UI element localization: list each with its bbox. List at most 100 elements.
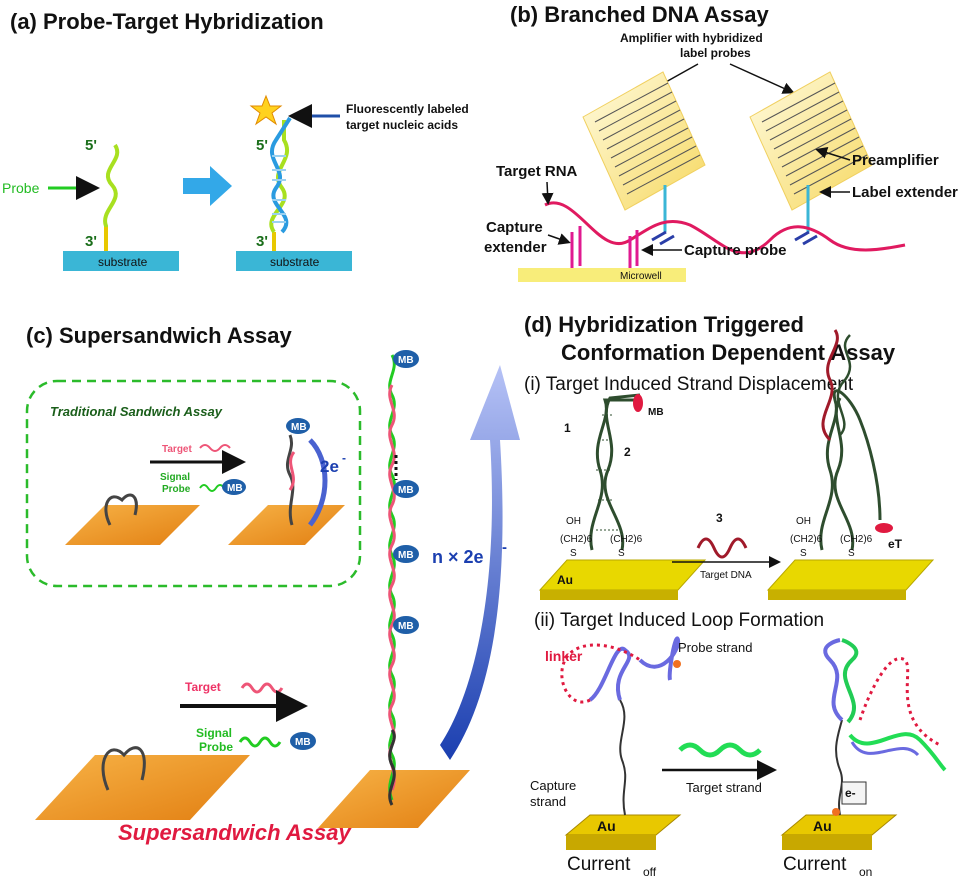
au-surface-ii-left: [564, 814, 682, 836]
mb-stack-3: MB: [398, 550, 414, 561]
signal-big-wave: [238, 736, 282, 748]
current-on-label: Current: [783, 854, 847, 875]
strand-2-right: [833, 397, 855, 551]
capture-extender-label-1: Capture: [486, 219, 543, 236]
preamplifier-label: Preamplifier: [852, 152, 939, 169]
au-i-left: Au: [557, 573, 573, 587]
target-dna-label: Target DNA: [700, 570, 752, 581]
amplifier-left: [582, 71, 706, 232]
n-two-e-sup: -: [502, 539, 507, 556]
amplifier-right: [749, 71, 873, 232]
strand-1-left: [589, 398, 635, 551]
amplifier-label-2: label probes: [680, 46, 751, 60]
mb-stack-4: MB: [398, 621, 414, 632]
current-on-sub: on: [859, 865, 872, 879]
au-surface-ii-right: [780, 814, 898, 836]
preamp-arrow: [815, 146, 851, 161]
panel-d-title-1: (d) Hybridization Triggered: [524, 312, 804, 337]
ch2-i-left-2: (CH2)6: [610, 534, 643, 545]
oh-i-left: OH: [566, 516, 581, 527]
capture-strand-ii-left: [619, 699, 627, 816]
fluor-label-1: Fluorescently labeled: [346, 102, 469, 116]
capture-extender-label-2: extender: [484, 239, 547, 256]
et-label: eT: [888, 537, 903, 551]
mb-i-right: [875, 523, 893, 533]
probe-big-label: Probe: [199, 740, 233, 754]
au-ii-right: Au: [813, 818, 832, 834]
target-bound-right: [821, 329, 839, 442]
supersandwich-footer: Supersandwich Assay: [118, 820, 352, 845]
capture-blue-ii-left: [588, 646, 632, 702]
mb-stack: [393, 350, 419, 634]
panel-d-title-2: Conformation Dependent Assay: [561, 340, 896, 365]
mb-i-left-label: MB: [648, 407, 664, 418]
target-big-label: Target: [185, 680, 221, 694]
target-strand-right: [269, 116, 292, 234]
mb-small-2: [286, 418, 310, 434]
sandwich-strand-small: [285, 434, 295, 526]
au-surface-i-right: [766, 559, 935, 591]
mb-small-1-label: MB: [227, 483, 243, 494]
label-3: 3: [716, 511, 723, 525]
panel-c: (c) Supersandwich Assay Traditional Sand…: [25, 323, 520, 845]
surface-small-left: [65, 505, 200, 545]
mb-stack-2: MB: [398, 485, 414, 496]
capture-probe-label: Capture probe: [684, 242, 787, 259]
capture-strand-label-2: strand: [530, 794, 566, 809]
s-i-right-1: S: [800, 548, 807, 559]
s-i-right-2: S: [848, 548, 855, 559]
target-rna-arrow: [541, 181, 554, 205]
amplifier-label-1: Amplifier with hybridized: [620, 31, 763, 45]
mb-big-probe: [290, 732, 316, 750]
label-extender-left: [651, 230, 675, 246]
redox-tag-ii-left: [673, 660, 681, 668]
supersandwich-capture: [388, 729, 396, 806]
traditional-box: [25, 379, 362, 588]
probe-label: Probe: [2, 180, 40, 196]
capture-blue-ii-right: [823, 638, 844, 722]
probe-small-label: Probe: [162, 484, 191, 495]
label-extender-label: Label extender: [852, 184, 958, 201]
probe-strand-label: Probe strand: [678, 640, 752, 655]
panel-d-sub-ii: (ii) Target Induced Loop Formation: [534, 610, 824, 631]
au-edge-ii-right: [782, 835, 872, 850]
surface-big-right: [318, 770, 470, 828]
strand-1-right: [819, 389, 882, 551]
redox-tag-ii-right: [832, 808, 840, 816]
panel-d: (d) Hybridization Triggered Conformation…: [524, 312, 947, 879]
capture-strand-ii-right: [835, 719, 843, 816]
e-minus-label: e-: [845, 786, 856, 800]
current-off-label: Current: [567, 854, 631, 875]
mb-small-2-label: MB: [291, 422, 307, 433]
linker-ii-right: [858, 656, 941, 747]
amp-arrow-right: [729, 63, 795, 94]
target-bound-ii-right: [841, 638, 859, 724]
three-prime-right: 3': [256, 233, 268, 250]
target-strand-label: Target strand: [686, 780, 762, 795]
probe-blue-ii-left: [638, 636, 681, 681]
panel-d-sub-i: (i) Target Induced Strand Displacement: [524, 374, 854, 395]
mb-small-1: [222, 479, 246, 495]
base-pairs: [272, 155, 286, 223]
label-2: 2: [624, 445, 631, 459]
panel-a-title: (a) Probe-Target Hybridization: [10, 9, 324, 34]
linker-label: linker: [545, 648, 583, 664]
s-i-left-2: S: [618, 548, 625, 559]
capture-loop-big: [101, 746, 146, 791]
sandwich-target-small: [288, 451, 296, 491]
n-two-e-label: n × 2e: [432, 547, 484, 567]
panel-b-title: (b) Branched DNA Assay: [510, 2, 770, 27]
au-edge-ii-left: [566, 835, 656, 850]
substrate-left-label: substrate: [98, 255, 148, 269]
hybridization-arrow: [183, 166, 232, 206]
target-big-wave: [240, 682, 284, 694]
signal-big-label: Signal: [196, 726, 232, 740]
supersandwich-strand-pink: [388, 384, 396, 791]
electron-arrow-small: [308, 438, 328, 527]
current-off-sub: off: [643, 865, 657, 879]
au-edge-i-left: [540, 590, 678, 600]
label-1: 1: [564, 421, 571, 435]
two-e-sup: -: [342, 451, 346, 465]
mb-stack-1: MB: [398, 355, 414, 366]
five-prime-left: 5': [85, 137, 97, 154]
